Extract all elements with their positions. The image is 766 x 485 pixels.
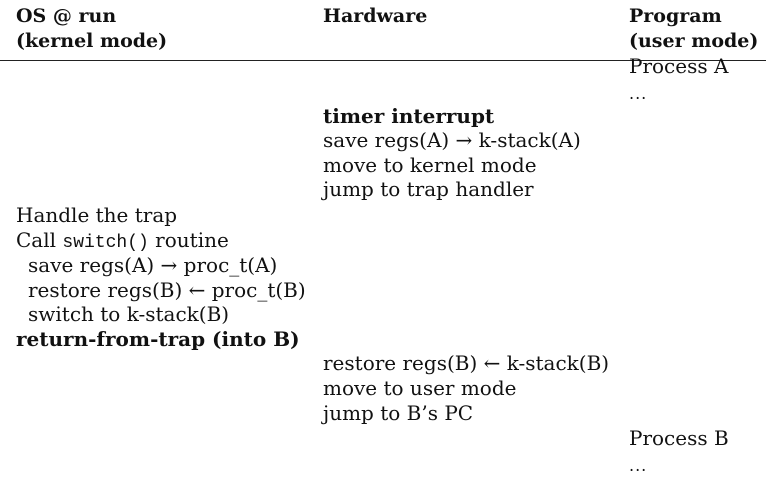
header-divider [0, 60, 766, 61]
os-call-switch-line: Call switch() routine [16, 228, 229, 256]
os-column-header: OS @ run (kernel mode) [16, 4, 167, 54]
program-column-header: Program (user mode) [629, 4, 758, 54]
os-save-regs-proc-a: save regs(A) → proc_t(A) [28, 253, 278, 277]
process-b-ellipsis: ... [629, 456, 648, 475]
hw-save-regs-a: save regs(A) → k-stack(A) [323, 128, 581, 152]
switch-function-code: switch() [62, 233, 149, 253]
hw-jump-trap-handler: jump to trap handler [323, 177, 534, 201]
os-call-prefix: Call [16, 228, 63, 252]
process-a-ellipsis: ... [629, 84, 648, 103]
process-b-label: Process B [629, 426, 729, 450]
os-call-suffix: routine [148, 228, 229, 252]
hw-move-user-mode: move to user mode [323, 376, 517, 400]
program-header-line-1: Program [629, 5, 722, 27]
os-header-line-1: OS @ run [16, 5, 117, 27]
hw-jump-b-pc: jump to B’s PC [323, 401, 474, 425]
hardware-column-header: Hardware [323, 4, 427, 29]
os-return-from-trap: return-from-trap (into B) [16, 327, 300, 351]
hw-restore-regs-b: restore regs(B) ← k-stack(B) [323, 351, 610, 375]
os-restore-regs-proc-b: restore regs(B) ← proc_t(B) [28, 278, 306, 302]
program-header-line-2: (user mode) [629, 30, 759, 52]
hardware-header: Hardware [323, 5, 428, 27]
timer-interrupt-title: timer interrupt [323, 104, 495, 128]
process-a-label: Process A [629, 54, 729, 78]
os-handle-trap: Handle the trap [16, 203, 178, 227]
os-switch-kstack-b: switch to k-stack(B) [28, 302, 230, 326]
os-header-line-2: (kernel mode) [16, 30, 168, 52]
hw-move-kernel-mode: move to kernel mode [323, 153, 537, 177]
